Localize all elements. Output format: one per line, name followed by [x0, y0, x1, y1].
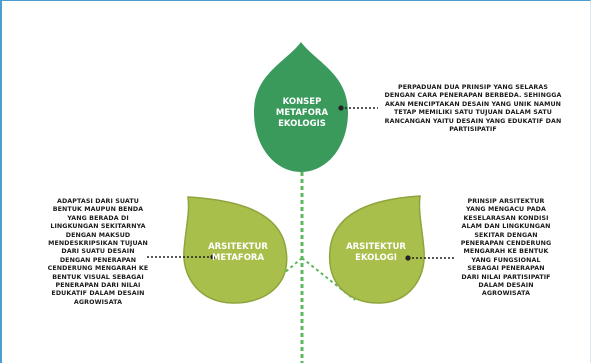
connector-right-dot: [405, 255, 411, 261]
leaf-right-line-2: EKOLOGI: [355, 253, 397, 263]
leaf-right-label: ARSITEKTUR EKOLOGI: [336, 242, 416, 264]
leaf-top-line-3: EKOLOGIS: [278, 119, 326, 129]
leaf-left-label: ARSITEKTUR METAFORA: [198, 242, 278, 264]
description-right: PRINSIP ARSITEKTUR YANG MENGACU PADA KES…: [460, 198, 552, 298]
leaf-top-line-1: KONSEP: [282, 97, 322, 107]
leaf-right-line-1: ARSITEKTUR: [346, 242, 406, 252]
leaf-top: [254, 42, 348, 172]
leaf-left: [183, 196, 288, 304]
leaf-left-line-1: ARSITEKTUR: [208, 242, 268, 252]
leaf-top-label: KONSEP METAFORA EKOLOGIS: [262, 97, 342, 130]
leaf-left-line-2: METAFORA: [211, 253, 265, 263]
connector-left-dot: [210, 254, 216, 260]
leaf-top-line-2: METAFORA: [275, 108, 329, 118]
description-top: PERPADUAN DUA PRINSIP YANG SELARAS DENGA…: [384, 84, 562, 134]
description-left: ADAPTASI DARI SUATU BENTUK MAUPUN BENDA …: [47, 198, 149, 306]
leaf-right: [329, 195, 425, 304]
connector-top-dot: [338, 105, 344, 111]
